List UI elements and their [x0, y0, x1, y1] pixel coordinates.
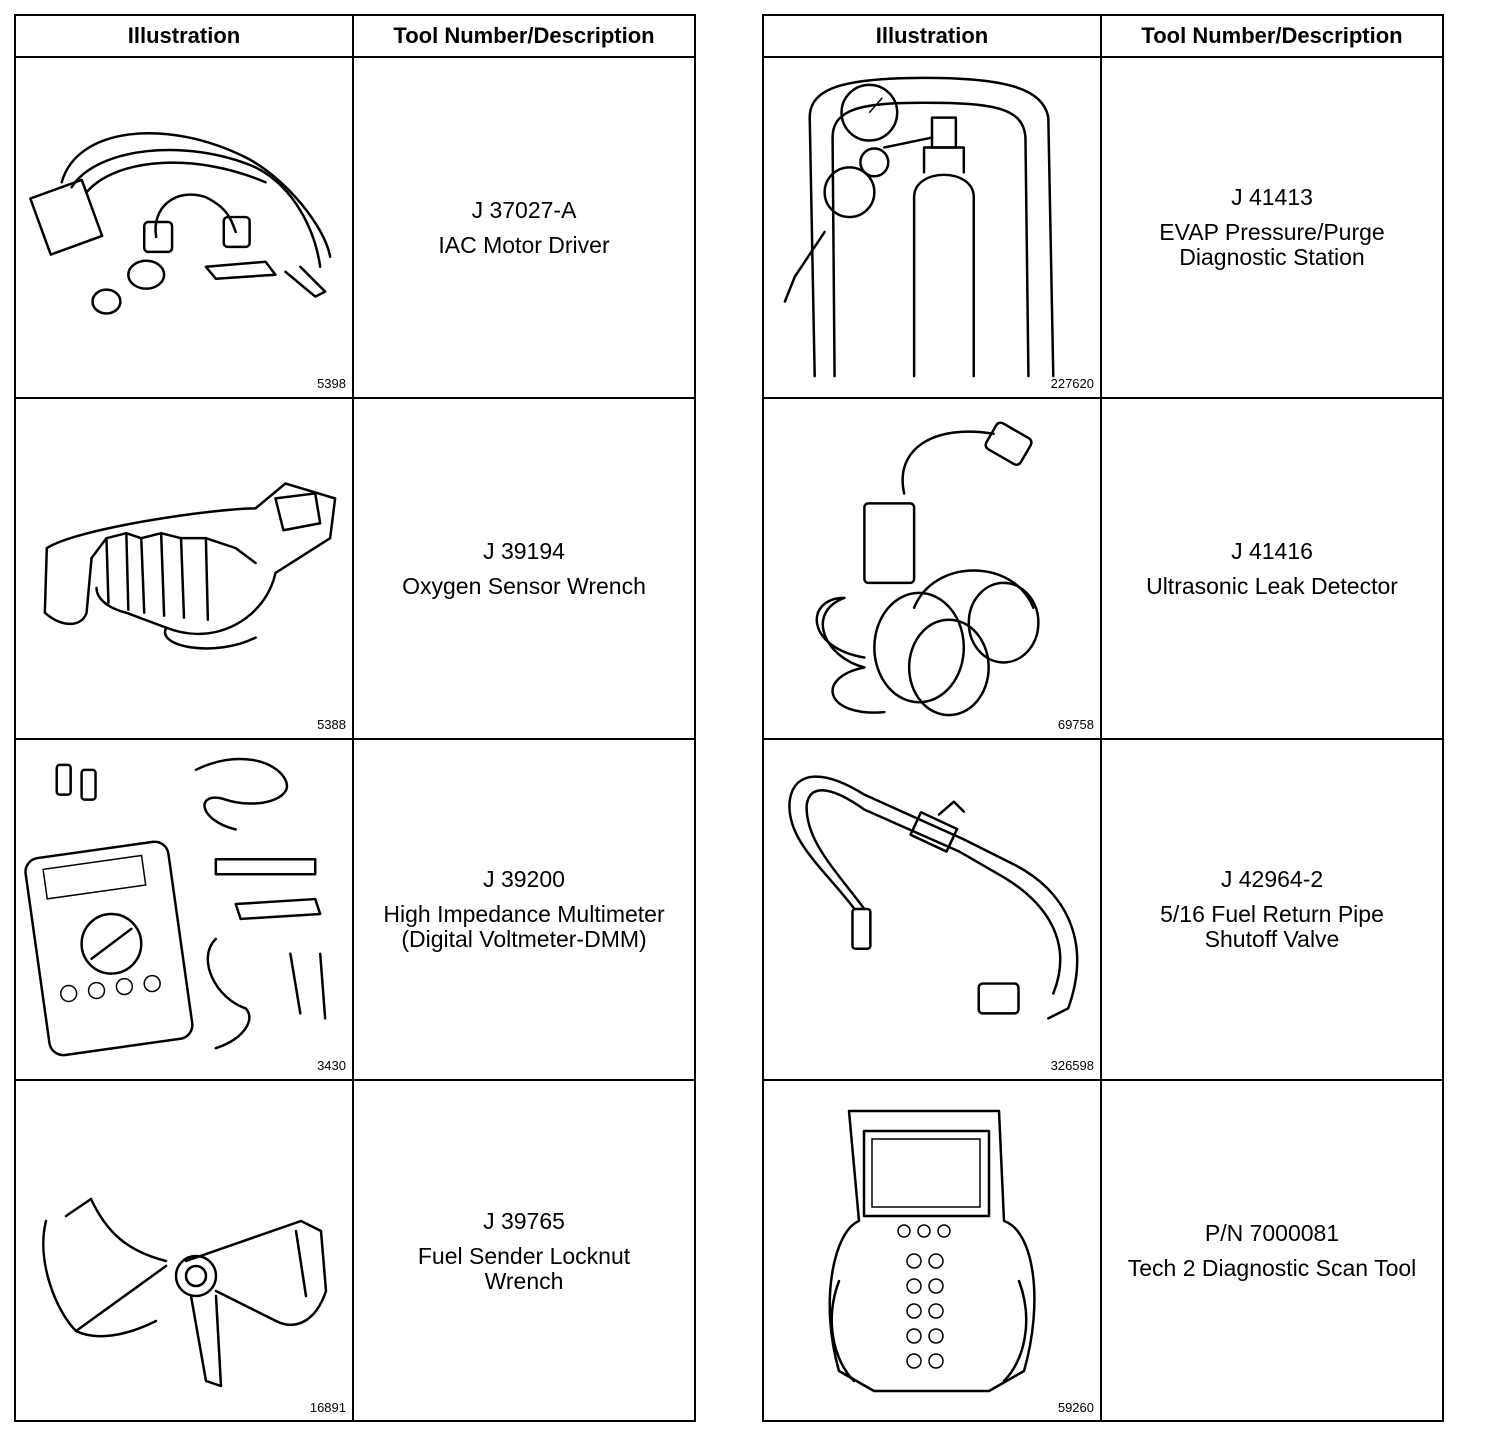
tool-number: J 39194: [483, 537, 565, 564]
tool-description-line: Fuel Sender Locknut: [417, 1242, 631, 1269]
tool-number: J 39765: [483, 1207, 565, 1234]
table-row: 16891 J 39765 Fuel Sender Locknut Wrench: [16, 1081, 694, 1421]
oxygen-sensor-wrench-illustration: 5388: [16, 399, 354, 738]
tool-description-line: Shutoff Valve: [1204, 926, 1340, 952]
tool-number: P/N 7000081: [1204, 1220, 1340, 1246]
table-row: 59260 P/N 7000081 Tech 2 Diagnostic Scan…: [764, 1081, 1442, 1421]
hose-with-valve-illustration: [788, 775, 1079, 1020]
tool-description: J 39200 High Impedance Multimeter (Digit…: [354, 740, 694, 1079]
tool-header: Tool Number/Description: [393, 23, 655, 48]
tool-description-line: Oxygen Sensor Wrench: [402, 572, 646, 599]
crowfoot-wrench-illustration: [43, 482, 337, 650]
fuel-return-shutoff-valve-illustration: 326598: [764, 740, 1102, 1079]
table-row: 3430 J 39200 High Impedance Multimeter (…: [16, 740, 694, 1081]
tool-description-line: Wrench: [484, 1267, 564, 1294]
table-header: Illustration Tool Number/Description: [16, 16, 694, 58]
fuel-sender-locknut-wrench-illustration: 16891: [16, 1081, 354, 1421]
tool-description-line: Tech 2 Diagnostic Scan Tool: [1127, 1255, 1417, 1281]
left-tools-table: Illustration Tool Number/Description 539…: [14, 14, 696, 1422]
multimeter-illustration: 3430: [16, 740, 354, 1079]
tool-description-line: 5/16 Fuel Return Pipe: [1160, 901, 1384, 927]
figure-number: 5398: [317, 376, 346, 391]
figure-number: 3430: [317, 1058, 346, 1073]
tool-number: J 41416: [1231, 537, 1313, 564]
figure-number: 227620: [1050, 376, 1094, 391]
tool-number: J 39200: [483, 866, 565, 892]
iac-motor-driver-illustration: 5398: [16, 58, 354, 397]
tool-description-line: Ultrasonic Leak Detector: [1146, 572, 1398, 599]
tool-description: P/N 7000081 Tech 2 Diagnostic Scan Tool: [1102, 1081, 1442, 1421]
illustration-header: Illustration: [16, 16, 354, 56]
tool-number: J 42964-2: [1220, 866, 1324, 892]
illustration-header: Illustration: [764, 16, 1102, 56]
right-tools-table: Illustration Tool Number/Description 227…: [762, 14, 1444, 1422]
tool-description: J 39765 Fuel Sender Locknut Wrench: [354, 1081, 694, 1421]
figure-number: 326598: [1050, 1058, 1094, 1073]
tool-description: J 41413 EVAP Pressure/Purge Diagnostic S…: [1102, 58, 1442, 397]
evap-station-illustration: 227620: [764, 58, 1102, 397]
table-row: 69758 J 41416 Ultrasonic Leak Detector: [764, 399, 1442, 740]
tool-description-line: High Impedance Multimeter: [383, 901, 665, 927]
figure-number: 16891: [309, 1400, 346, 1415]
tool-number: J 41413: [1231, 184, 1313, 210]
tool-description: J 41416 Ultrasonic Leak Detector: [1102, 399, 1442, 738]
tool-number: J 37027-A: [471, 196, 577, 223]
table-row: 227620 J 41413 EVAP Pressure/Purge Diagn…: [764, 58, 1442, 399]
figure-number: 69758: [1057, 717, 1094, 732]
tool-description: J 37027-A IAC Motor Driver: [354, 58, 694, 397]
table-row: 5388 J 39194 Oxygen Sensor Wrench: [16, 399, 694, 740]
gas-cylinder-cart-illustration: [783, 76, 1055, 378]
spanner-wrench-illustration: [42, 1197, 328, 1388]
multimeter-with-leads-illustration: [24, 757, 327, 1057]
tool-description-line: IAC Motor Driver: [438, 231, 610, 258]
tool-description: J 39194 Oxygen Sensor Wrench: [354, 399, 694, 738]
figure-number: 59260: [1057, 1400, 1094, 1415]
table-row: 326598 J 42964-2 5/16 Fuel Return Pipe S…: [764, 740, 1442, 1081]
handheld-scan-tool-illustration: [828, 1109, 1036, 1393]
table-row: 5398 J 37027-A IAC Motor Driver: [16, 58, 694, 399]
tool-description-line: Diagnostic Station: [1179, 244, 1365, 270]
table-header: Illustration Tool Number/Description: [764, 16, 1442, 58]
wiring-harness-illustration: [29, 132, 332, 315]
figure-number: 5388: [317, 717, 346, 732]
tool-description: J 42964-2 5/16 Fuel Return Pipe Shutoff …: [1102, 740, 1442, 1079]
tool-description-line: EVAP Pressure/Purge: [1159, 219, 1385, 245]
tool-header: Tool Number/Description: [1141, 23, 1403, 48]
tech2-scan-tool-illustration: 59260: [764, 1081, 1102, 1421]
ultrasonic-leak-detector-illustration: 69758: [764, 399, 1102, 738]
headset-detector-illustration: [815, 421, 1040, 717]
tool-description-line: (Digital Voltmeter-DMM): [401, 926, 647, 952]
